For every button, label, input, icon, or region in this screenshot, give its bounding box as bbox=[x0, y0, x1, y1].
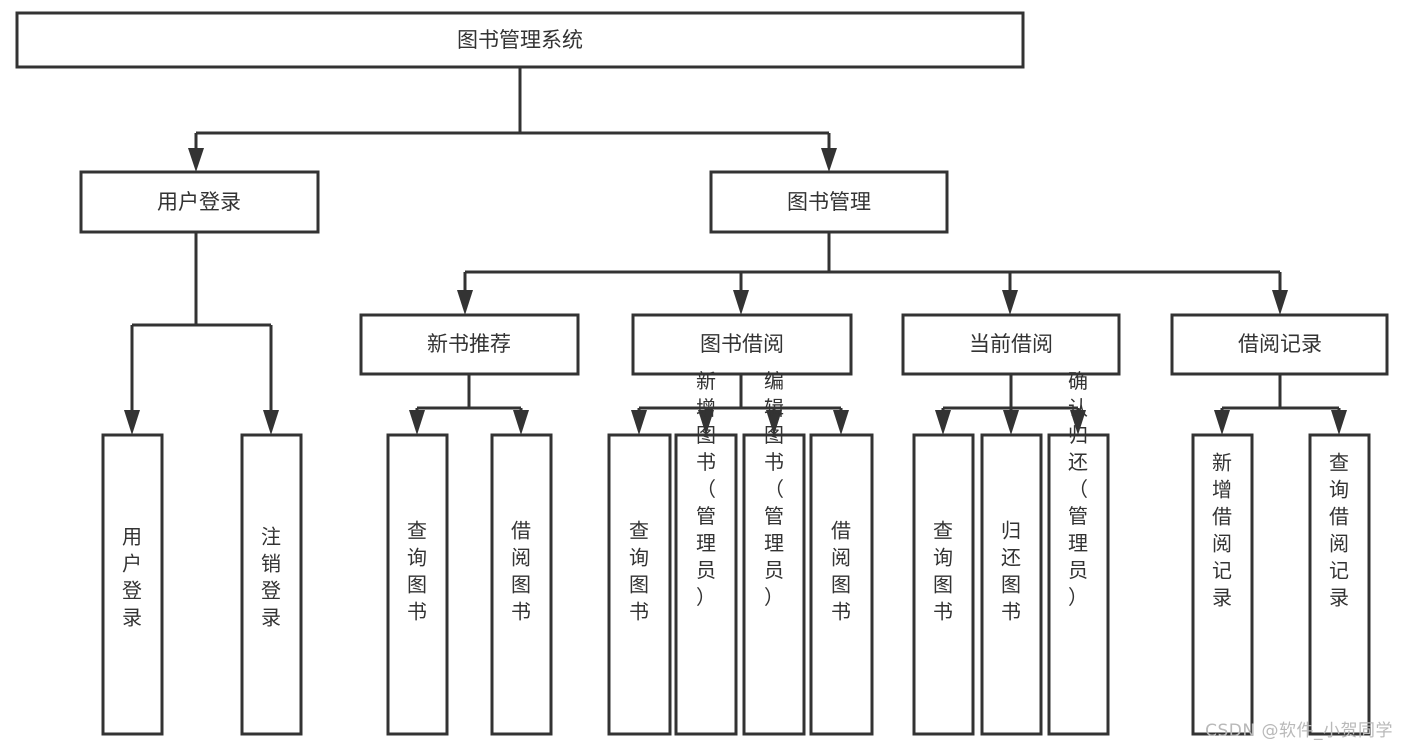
connector-group-root bbox=[188, 67, 837, 172]
leaf-query-book-3-box[interactable] bbox=[912, 433, 975, 736]
node-borrow-record-label: 借阅记录 bbox=[1238, 332, 1322, 356]
leaf-query-book-3[interactable]: 查询图书 bbox=[912, 433, 975, 736]
leaf-logout-login-label: 注销登录 bbox=[261, 525, 281, 630]
node-root-box[interactable] bbox=[15, 11, 1025, 69]
leaf-query-book-1-label: 查询图书 bbox=[407, 519, 427, 624]
leaf-add-book[interactable]: 新增图书（管理员） bbox=[674, 369, 738, 736]
arrow-user-login-leaf-2 bbox=[263, 410, 279, 435]
arrow-cb-leaf-2 bbox=[1003, 410, 1019, 435]
arrow-nbr-leaf-2 bbox=[513, 410, 529, 435]
leaf-add-book-box[interactable] bbox=[674, 433, 738, 736]
node-new-book-recommend-label: 新书推荐 bbox=[427, 332, 511, 356]
leaf-logout-login[interactable]: 注销登录 bbox=[240, 433, 303, 736]
leaf-query-book-1-box[interactable] bbox=[386, 433, 449, 736]
leaf-add-borrow-record-label: 新增借阅记录 bbox=[1212, 451, 1232, 610]
leaf-add-borrow-record-box[interactable] bbox=[1191, 433, 1254, 736]
arrow-bm-to-new-book-recommend bbox=[457, 290, 473, 315]
node-current-borrow-label: 当前借阅 bbox=[969, 332, 1053, 356]
leaf-return-book[interactable]: 归还图书 bbox=[980, 433, 1043, 736]
node-root-label: 图书管理系统 bbox=[457, 28, 583, 52]
leaf-query-book-2-box[interactable] bbox=[607, 433, 672, 736]
leaf-query-book-3-label: 查询图书 bbox=[933, 519, 953, 624]
leaf-logout-login-box[interactable] bbox=[240, 433, 303, 736]
arrow-nbr-leaf-1 bbox=[409, 410, 425, 435]
leaf-borrow-book-2-label: 借阅图书 bbox=[831, 519, 851, 624]
arrow-cb-leaf-1 bbox=[935, 410, 951, 435]
arrow-bb-leaf-3 bbox=[766, 410, 782, 435]
leaf-borrow-book-2[interactable]: 借阅图书 bbox=[809, 433, 874, 736]
node-borrow-record-box[interactable] bbox=[1170, 313, 1389, 376]
node-user-login[interactable]: 用户登录 bbox=[79, 170, 320, 234]
leaf-user-login-label: 用户登录 bbox=[122, 525, 142, 630]
arrow-bb-leaf-4 bbox=[833, 410, 849, 435]
connector-group-borrow-record bbox=[1214, 374, 1347, 435]
node-book-borrow[interactable]: 图书借阅 bbox=[631, 313, 853, 376]
leaf-return-book-label: 归还图书 bbox=[1001, 519, 1021, 624]
connector-group-user-login bbox=[124, 232, 279, 435]
leaf-user-login[interactable]: 用户登录 bbox=[101, 433, 164, 736]
connector-group-book-borrow bbox=[631, 374, 849, 435]
leaf-borrow-book-2-box[interactable] bbox=[809, 433, 874, 736]
arrow-bb-leaf-2 bbox=[698, 410, 714, 435]
node-borrow-record[interactable]: 借阅记录 bbox=[1170, 313, 1389, 376]
leaf-return-book-box[interactable] bbox=[980, 433, 1043, 736]
node-current-borrow-box[interactable] bbox=[901, 313, 1121, 376]
leaf-borrow-book-1-label: 借阅图书 bbox=[511, 519, 531, 624]
leaf-edit-book-label: 编辑图书（管理员） bbox=[764, 369, 784, 609]
leaf-borrow-book-1[interactable]: 借阅图书 bbox=[490, 433, 553, 736]
connector-group-current-borrow bbox=[935, 374, 1086, 435]
leaf-query-book-2-label: 查询图书 bbox=[629, 519, 649, 624]
node-new-book-recommend-box[interactable] bbox=[359, 313, 580, 376]
leaf-add-book-label: 新增图书（管理员） bbox=[696, 369, 716, 609]
node-book-borrow-box[interactable] bbox=[631, 313, 853, 376]
leaf-confirm-return-box[interactable] bbox=[1047, 433, 1110, 736]
leaf-user-login-box[interactable] bbox=[101, 433, 164, 736]
arrow-root-to-user-login bbox=[188, 148, 204, 172]
node-current-borrow[interactable]: 当前借阅 bbox=[901, 313, 1121, 376]
leaf-query-book-2[interactable]: 查询图书 bbox=[607, 433, 672, 736]
arrow-root-to-book-management bbox=[821, 148, 837, 172]
arrow-bm-to-borrow-record bbox=[1272, 290, 1288, 315]
leaf-confirm-return-label: 确认归还（管理员） bbox=[1068, 369, 1088, 609]
node-book-management-box[interactable] bbox=[709, 170, 949, 234]
node-book-management-label: 图书管理 bbox=[787, 190, 871, 214]
node-user-login-label: 用户登录 bbox=[157, 190, 241, 214]
leaf-edit-book-box[interactable] bbox=[742, 433, 806, 736]
node-book-borrow-label: 图书借阅 bbox=[700, 332, 784, 356]
node-book-management[interactable]: 图书管理 bbox=[709, 170, 949, 234]
leaf-add-borrow-record[interactable]: 新增借阅记录 bbox=[1191, 433, 1254, 736]
arrow-bm-to-book-borrow bbox=[733, 290, 749, 315]
arrow-br-leaf-1 bbox=[1214, 410, 1230, 435]
leaf-edit-book[interactable]: 编辑图书（管理员） bbox=[742, 369, 806, 736]
connector-group-book-management bbox=[457, 232, 1288, 315]
arrow-user-login-leaf-1 bbox=[124, 410, 140, 435]
arrow-br-leaf-2 bbox=[1331, 410, 1347, 435]
node-root[interactable]: 图书管理系统 bbox=[15, 11, 1025, 69]
leaf-confirm-return[interactable]: 确认归还（管理员） bbox=[1047, 369, 1110, 736]
leaf-query-book-1[interactable]: 查询图书 bbox=[386, 433, 449, 736]
arrow-bm-to-current-borrow bbox=[1002, 290, 1018, 315]
arrow-bb-leaf-1 bbox=[631, 410, 647, 435]
leaf-query-borrow-record[interactable]: 查询借阅记录 bbox=[1308, 433, 1371, 736]
leaf-query-borrow-record-box[interactable] bbox=[1308, 433, 1371, 736]
node-new-book-recommend[interactable]: 新书推荐 bbox=[359, 313, 580, 376]
connector-group-new-book-recommend bbox=[409, 374, 529, 435]
leaf-query-borrow-record-label: 查询借阅记录 bbox=[1329, 451, 1349, 610]
arrow-cb-leaf-3 bbox=[1070, 410, 1086, 435]
node-user-login-box[interactable] bbox=[79, 170, 320, 234]
leaf-borrow-book-1-box[interactable] bbox=[490, 433, 553, 736]
